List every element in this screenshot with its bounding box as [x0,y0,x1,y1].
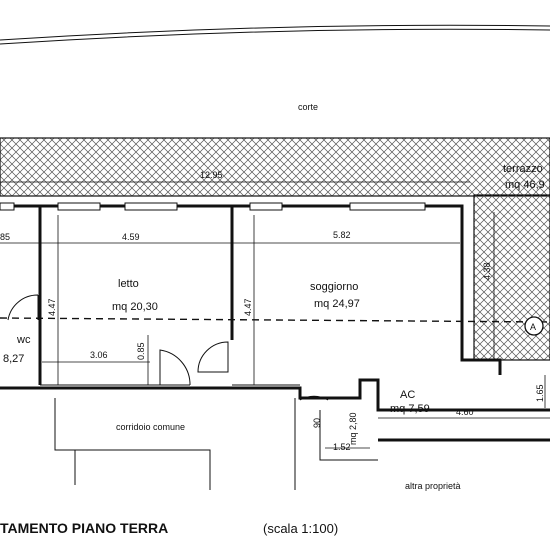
ripostiglio-walls [319,410,378,461]
dim-085: 0.85 [136,342,146,360]
door-soggiorno [197,341,229,373]
dimension-lines [0,181,550,449]
door-letto [159,349,191,386]
ac-area: mq 7,59 [390,403,430,415]
wc-area: 8,27 [3,353,24,365]
section-marker-label: A [530,322,536,332]
dim-1295: 12.95 [200,170,223,180]
terrazzo-area: mq 46,9 [505,179,545,191]
windows [0,202,426,211]
road-boundary-line [0,24,550,41]
section-line [0,317,550,323]
exterior-wall-top [0,204,502,375]
exterior-wall-bottom [0,378,550,412]
door-ac [299,395,329,401]
ac-label: AC [400,389,415,401]
soggiorno-area: mq 24,97 [314,298,360,310]
dim-447b: 4.47 [243,298,253,316]
dim-438: 4.38 [482,262,492,280]
section-marker-circle [524,316,544,336]
dim-447a: 4.47 [47,298,57,316]
dim-165: 1.65 [535,384,545,402]
dim-459: 4.59 [122,232,140,242]
dim-85: 85 [0,232,10,242]
wc-label: wc [16,334,31,346]
plan-title: TAMENTO PIANO TERRA [0,520,168,536]
dim-582: 5.82 [333,230,351,240]
ripostiglio-area: mq 2,80 [348,412,358,445]
corridor-walls [54,398,296,490]
plan-scale: (scala 1:100) [263,521,338,536]
dim-152: 1.52 [333,442,351,452]
door-wc [7,294,39,321]
letto-area: mq 20,30 [112,301,158,313]
terrazzo-label: terrazzo [503,163,543,175]
dim-306: 3.06 [90,350,108,360]
altra-proprieta-label: altra proprietà [405,481,461,491]
letto-label: letto [118,278,139,290]
corte-label: corte [298,102,318,112]
corridoio-label: corridoio comune [116,422,185,432]
dim-460: 4.60 [456,407,474,417]
soggiorno-label: soggiorno [310,281,358,293]
dim-90: 90 [312,418,322,428]
corte-hatch [0,137,550,197]
road-boundary-line-2 [0,28,550,45]
